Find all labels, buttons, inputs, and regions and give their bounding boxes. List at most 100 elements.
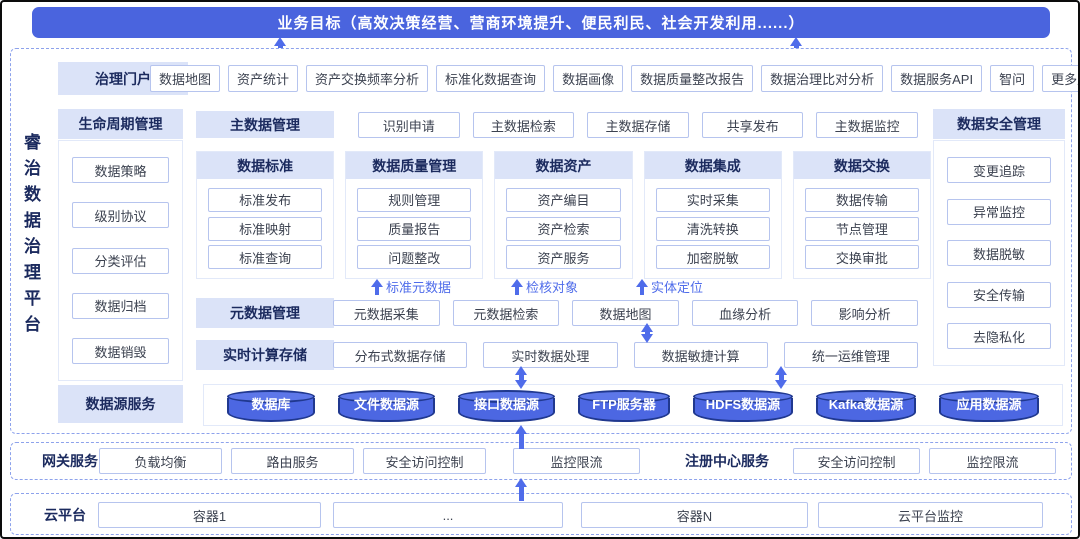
master-data-item: 识别申请 [358,112,460,138]
security-item: 去隐私化 [947,323,1051,349]
gateway-item: 负载均衡 [99,448,222,474]
flow-label-entity-location: 实体定位 [636,279,703,296]
datasource-header: 数据源服务 [58,385,183,423]
cloud-item: 云平台监控 [818,502,1043,528]
module-header: 数据资产 [495,152,632,179]
gateway-item: 监控限流 [513,448,640,474]
master-data-row: 识别申请 主数据检索 主数据存储 共享发布 主数据监控 [358,112,918,138]
lifecycle-item: 分类评估 [72,247,169,274]
datasource-container: 数据库 文件数据源 接口数据源 FTP服务器 HDFS数据源 Kafka数据源 … [203,384,1063,426]
portal-item: 资产统计 [228,65,299,92]
flow-label-standard-metadata: 标准元数据 [371,279,451,296]
security-item: 变更追踪 [947,157,1051,183]
lifecycle-item: 数据策略 [72,157,169,183]
double-arrow-icon [775,366,787,389]
metadata-item: 元数据采集 [333,300,440,326]
metadata-item: 元数据检索 [452,300,560,326]
double-arrow-icon [515,366,527,389]
platform-title-vertical: 睿治数据治理平台 [21,133,40,341]
datasource-cylinder: 文件数据源 [338,389,435,422]
lifecycle-item: 数据销毁 [72,338,169,364]
up-arrow-icon [515,425,527,449]
portal-item: 资产交换频率分析 [306,65,429,92]
realtime-item: 分布式数据存储 [333,342,468,368]
module-item: 标准查询 [208,245,323,270]
module-item: 质量报告 [357,216,472,241]
module-item: 资产编目 [506,187,621,212]
gateway-item: 安全访问控制 [363,448,486,474]
datasource-cylinder: HDFS数据源 [693,389,793,422]
portal-item: 数据治理比对分析 [761,65,884,92]
portal-item: 数据画像 [553,65,624,92]
portal-item: 数据地图 [150,65,221,92]
registry-header: 注册中心服务 [685,453,769,469]
master-data-item: 主数据监控 [816,112,918,138]
portal-item: 标准化数据查询 [436,65,546,92]
module-header: 数据标准 [197,152,334,179]
lifecycle-item: 级别协议 [72,202,169,229]
module-item: 数据传输 [804,187,920,212]
module-item: 清洗转换 [655,216,770,241]
security-item: 安全传输 [947,281,1051,308]
lifecycle-item: 数据归档 [72,292,169,319]
datasource-cylinder: 数据库 [227,389,315,422]
security-column: 变更追踪 异常监控 数据脱敏 安全传输 去隐私化 [933,140,1065,366]
gateway-header: 网关服务 [42,453,98,469]
gateway-item: 路由服务 [231,448,354,474]
cloud-item: 容器1 [98,502,321,528]
module-item: 实时采集 [655,187,770,212]
datasource-cylinder: FTP服务器 [578,389,670,422]
metadata-header: 元数据管理 [196,298,334,328]
up-arrow-icon [636,279,648,295]
realtime-item: 数据敏捷计算 [633,342,768,368]
module-header: 数据集成 [644,152,781,179]
flow-label-check-object: 检核对象 [511,279,578,296]
registry-item: 安全访问控制 [793,448,920,474]
realtime-header: 实时计算存储 [196,340,334,370]
up-arrow-icon [371,279,383,295]
master-data-header: 主数据管理 [196,111,334,138]
datasource-cylinder: Kafka数据源 [816,389,916,422]
module-item: 标准映射 [208,216,323,241]
metadata-row: 元数据采集 元数据检索 数据地图 血缘分析 影响分析 [333,300,918,326]
cloud-header: 云平台 [44,507,86,523]
module-column-data-integration: 数据集成 实时采集 清洗转换 加密脱敏 [643,151,782,279]
master-data-item: 共享发布 [701,112,804,138]
module-item: 资产服务 [506,245,621,270]
module-column-data-standard: 数据标准 标准发布 标准映射 标准查询 [196,151,335,279]
portal-item: 数据质量整改报告 [631,65,754,92]
gateway-panel: 网关服务 负载均衡 路由服务 安全访问控制 监控限流 注册中心服务 安全访问控制… [10,442,1072,480]
module-item: 加密脱敏 [655,245,770,270]
double-arrow-icon [641,323,653,343]
module-item: 交换审批 [804,245,920,270]
module-column-data-asset: 数据资产 资产编目 资产检索 资产服务 [494,151,633,279]
realtime-row: 分布式数据存储 实时数据处理 数据敏捷计算 统一运维管理 [333,342,918,368]
portal-item: 智问 [990,65,1035,92]
module-item: 节点管理 [804,216,920,241]
master-data-item: 主数据检索 [472,112,575,138]
cloud-item: ... [333,502,563,528]
up-arrow-icon [511,279,523,295]
up-arrow-icon [515,478,527,501]
realtime-item: 统一运维管理 [783,342,918,368]
module-column-data-exchange: 数据交换 数据传输 节点管理 交换审批 [792,151,932,279]
module-item: 标准发布 [208,187,323,212]
security-item: 数据脱敏 [947,240,1051,266]
security-item: 异常监控 [947,198,1051,225]
module-header: 数据质量管理 [346,152,483,179]
metadata-item: 影响分析 [811,300,918,326]
module-item: 资产检索 [506,216,621,241]
module-columns: 数据标准 标准发布 标准映射 标准查询 数据质量管理 规则管理 质量报告 问题整… [196,151,932,279]
portal-items-row: 数据地图 资产统计 资产交换频率分析 标准化数据查询 数据画像 数据质量整改报告… [150,65,1078,92]
realtime-item: 实时数据处理 [483,342,618,368]
business-goal-banner: 业务目标（高效决策经营、营商环境提升、便民利民、社会开发利用......） [32,7,1050,38]
cloud-panel: 云平台 容器1 ... 容器N 云平台监控 [10,493,1072,535]
portal-item: 数据服务API [891,65,983,92]
lifecycle-header: 生命周期管理 [58,109,183,139]
platform-panel: 治理门户 数据地图 资产统计 资产交换频率分析 标准化数据查询 数据画像 数据质… [10,48,1078,434]
module-header: 数据交换 [793,152,931,179]
portal-item: 更多应用 [1042,65,1078,92]
lifecycle-column: 数据策略 级别协议 分类评估 数据归档 数据销毁 [58,140,183,381]
registry-item: 监控限流 [929,448,1056,474]
